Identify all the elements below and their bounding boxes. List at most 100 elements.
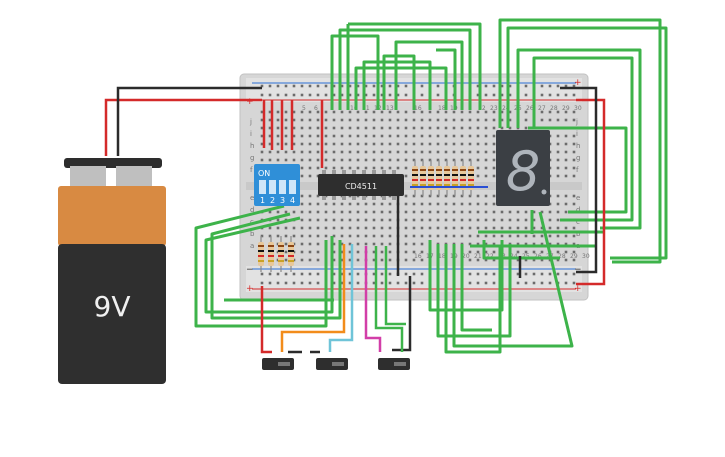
- breadboard-hole: [276, 272, 280, 276]
- breadboard-hole: [572, 258, 576, 262]
- breadboard-hole: [572, 150, 576, 154]
- resistor[interactable]: [278, 236, 284, 272]
- push-button-2[interactable]: [316, 358, 348, 370]
- chip-cd4511[interactable]: CD4511: [318, 170, 404, 200]
- breadboard-hole: [428, 142, 432, 146]
- breadboard-hole: [316, 134, 320, 138]
- red-wires[interactable]: [104, 98, 606, 354]
- breadboard-hole: [452, 110, 456, 114]
- row-letter: e: [576, 194, 580, 202]
- dip-switch[interactable]: ON 1 2 3 4: [254, 164, 300, 206]
- breadboard-hole: [316, 202, 320, 206]
- resistor[interactable]: [468, 160, 474, 196]
- breadboard-hole: [308, 202, 312, 206]
- battery-9v[interactable]: 9V: [58, 158, 166, 384]
- resistor[interactable]: [268, 236, 274, 272]
- breadboard-hole: [292, 134, 296, 138]
- breadboard-hole: [436, 218, 440, 222]
- breadboard-hole: [484, 150, 488, 154]
- dip-pos-1: 1: [260, 196, 265, 205]
- breadboard-hole: [292, 272, 296, 276]
- breadboard-hole: [316, 158, 320, 162]
- breadboard-hole: [308, 84, 312, 88]
- chip-pin: [392, 170, 396, 174]
- breadboard-hole: [284, 234, 288, 238]
- breadboard-hole: [420, 93, 424, 97]
- breadboard-hole: [492, 134, 496, 138]
- breadboard-hole: [564, 210, 568, 214]
- breadboard-hole: [428, 234, 432, 238]
- breadboard-hole: [444, 110, 448, 114]
- breadboard-hole: [276, 150, 280, 154]
- green-wires-top[interactable]: [330, 18, 668, 264]
- breadboard-hole: [476, 158, 480, 162]
- signal-wires[interactable]: [280, 244, 406, 352]
- breadboard-hole: [572, 134, 576, 138]
- breadboard-hole: [356, 118, 360, 122]
- breadboard-hole: [316, 93, 320, 97]
- breadboard-hole: [404, 210, 408, 214]
- breadboard-hole: [300, 250, 304, 254]
- breadboard-hole: [444, 126, 448, 130]
- breadboard-hole: [572, 250, 576, 254]
- breadboard-hole: [332, 126, 336, 130]
- row-letter: h: [576, 142, 580, 150]
- breadboard-hole: [396, 93, 400, 97]
- resistor-array-top[interactable]: [410, 160, 488, 196]
- breadboard-hole: [284, 118, 288, 122]
- breadboard-hole: [324, 142, 328, 146]
- breadboard-hole: [484, 84, 488, 88]
- black-wires[interactable]: [116, 86, 598, 354]
- dip-toggle-4[interactable]: [289, 180, 296, 194]
- breadboard-hole: [444, 194, 448, 198]
- resistor[interactable]: [412, 160, 418, 196]
- breadboard-hole: [420, 158, 424, 162]
- breadboard-hole: [428, 202, 432, 206]
- resistor[interactable]: [428, 160, 434, 196]
- rail-plus-label-right: +: [574, 78, 582, 88]
- breadboard-hole: [540, 210, 544, 214]
- breadboard-hole: [476, 174, 480, 178]
- breadboard-hole: [372, 226, 376, 230]
- breadboard-hole: [468, 150, 472, 154]
- green-wires-bottom[interactable]: [194, 204, 604, 354]
- resistor[interactable]: [288, 236, 294, 272]
- breadboard-hole: [420, 84, 424, 88]
- row-letter: f: [250, 166, 253, 174]
- dip-toggle-1[interactable]: [259, 180, 266, 194]
- resistor[interactable]: [258, 236, 264, 272]
- dip-toggle-2[interactable]: [269, 180, 276, 194]
- breadboard-hole: [284, 258, 288, 262]
- breadboard-hole: [348, 134, 352, 138]
- breadboard-hole: [364, 150, 368, 154]
- resistor-array-bottom[interactable]: [258, 236, 294, 272]
- row-letter: i: [250, 130, 252, 138]
- breadboard-hole: [396, 84, 400, 88]
- resistor[interactable]: [420, 160, 426, 196]
- breadboard-hole: [380, 226, 384, 230]
- breadboard-hole: [572, 142, 576, 146]
- dip-toggle-3[interactable]: [279, 180, 286, 194]
- display-digit: 8: [506, 140, 540, 203]
- breadboard-hole: [476, 242, 480, 246]
- chip-pin: [342, 196, 346, 200]
- push-button-1[interactable]: [262, 358, 294, 370]
- breadboard-hole: [380, 250, 384, 254]
- breadboard-hole: [284, 142, 288, 146]
- breadboard-hole: [564, 150, 568, 154]
- resistor[interactable]: [460, 160, 466, 196]
- breadboard-hole: [492, 218, 496, 222]
- breadboard-hole: [300, 166, 304, 170]
- breadboard-hole: [316, 110, 320, 114]
- seven-segment-display[interactable]: 8: [496, 130, 550, 206]
- dip-pos-2: 2: [270, 196, 275, 205]
- breadboard-hole: [572, 174, 576, 178]
- breadboard-hole: [524, 234, 528, 238]
- breadboard-hole: [420, 150, 424, 154]
- resistor[interactable]: [436, 160, 442, 196]
- breadboard-hole: [556, 242, 560, 246]
- resistor[interactable]: [444, 160, 450, 196]
- breadboard-hole: [308, 158, 312, 162]
- push-button-3[interactable]: [378, 358, 410, 370]
- resistor[interactable]: [452, 160, 458, 196]
